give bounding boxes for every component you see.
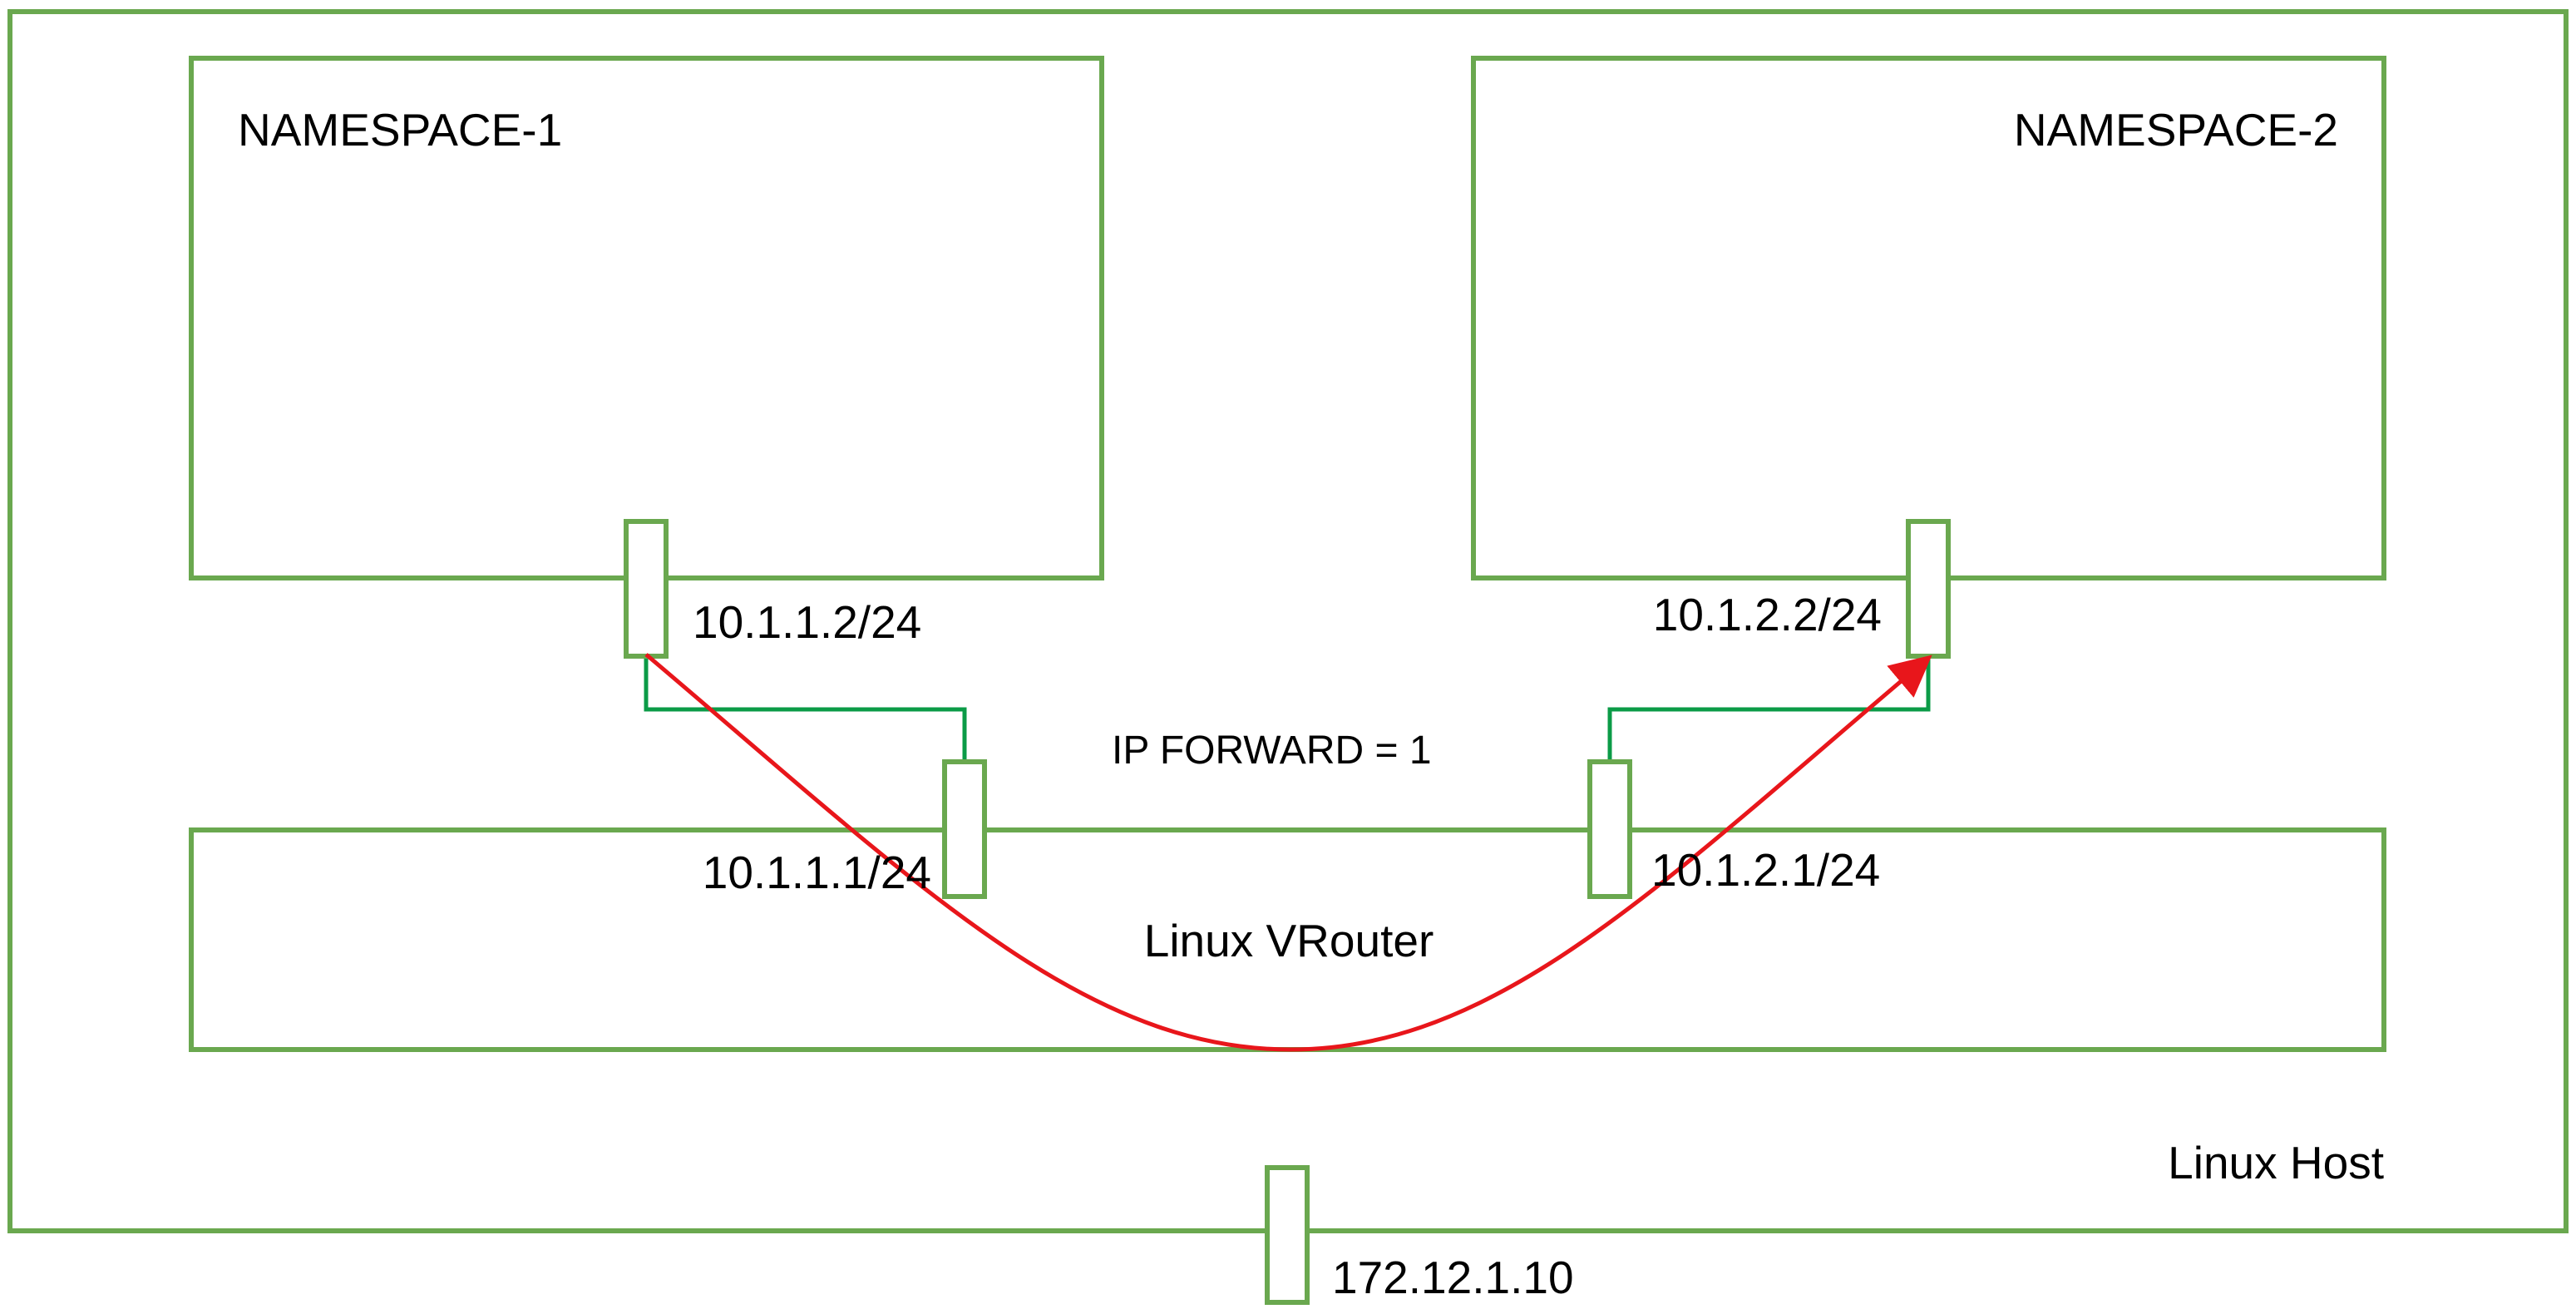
packet-flow-arrow [644, 653, 1932, 1052]
ip-forward-label: IP FORWARD = 1 [1112, 729, 1432, 773]
namespace-1-label: NAMESPACE-1 [238, 104, 562, 156]
vrouter-right-interface-port [1587, 759, 1632, 899]
ns1-interface-port [624, 519, 669, 659]
namespace-2-label: NAMESPACE-2 [2014, 104, 2338, 156]
ns2-interface-port [1906, 519, 1951, 659]
vrouter-right-interface-ip-label: 10.1.2.1/24 [1651, 844, 1880, 896]
vrouter-left-interface-port [942, 759, 987, 899]
veth-link-ns1 [644, 657, 967, 762]
vrouter-label: Linux VRouter [1144, 915, 1434, 966]
vrouter-left-interface-ip-label: 10.1.1.1/24 [703, 847, 931, 898]
veth-link-ns2 [1607, 657, 1931, 762]
ns2-interface-ip-label: 10.1.2.2/24 [1653, 589, 1882, 640]
host-interface-port [1265, 1165, 1310, 1305]
ns1-interface-ip-label: 10.1.1.2/24 [693, 596, 921, 648]
host-interface-ip-label: 172.12.1.10 [1332, 1252, 1574, 1303]
linux-host-label: Linux Host [2168, 1137, 2384, 1188]
